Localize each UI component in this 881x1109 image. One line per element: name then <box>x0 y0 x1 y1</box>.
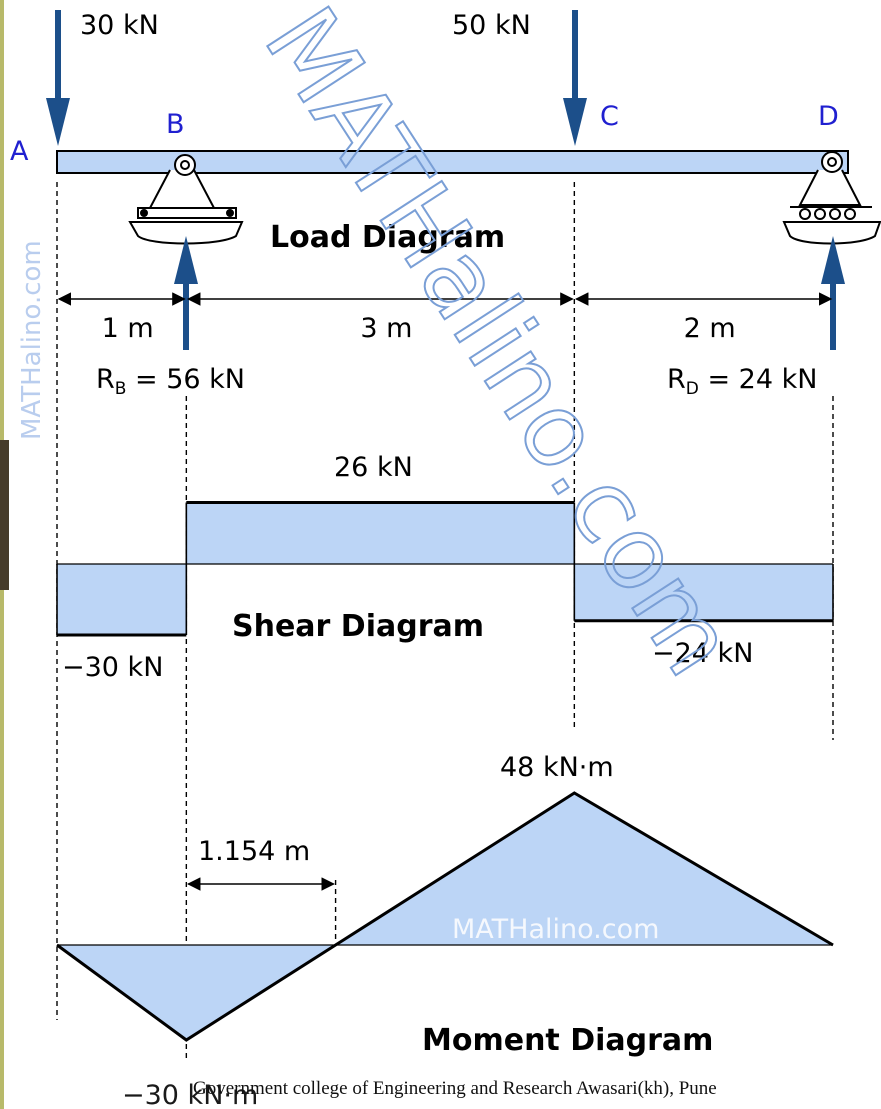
point-label-d: D <box>818 101 839 132</box>
roller-support-d <box>782 151 881 245</box>
moment-diagram-title: Moment Diagram <box>422 1023 713 1058</box>
beam <box>56 150 849 174</box>
reaction-arrow-d <box>821 236 845 350</box>
pin-support-b <box>128 154 244 245</box>
moment-negative-area <box>57 945 336 1040</box>
shear-diagram <box>56 500 834 637</box>
shear-segment-0 <box>57 564 187 635</box>
span-dimension-label-2: 2 m <box>684 313 736 344</box>
load-label-30kn: 30 kN <box>80 10 159 41</box>
moment-positive-area <box>335 793 833 945</box>
vertical-watermark: MATHalino.com <box>17 240 47 440</box>
reaction-label-b: RB = 56 kN <box>96 364 245 399</box>
inner-watermark: MATHalino.com <box>452 914 659 945</box>
span-dimension-label-0: 1 m <box>102 313 154 344</box>
moment-diagram <box>56 791 834 1042</box>
footer-institution: Government college of Engineering and Re… <box>193 1078 717 1099</box>
span-dimension-label-1: 3 m <box>360 313 412 344</box>
moment-min-label: −30 kN·m <box>122 1080 258 1109</box>
moment-max-label: 48 kN·m <box>500 752 614 783</box>
span-dimensions: 1 m 3 m 2 m <box>57 292 833 344</box>
diagonal-watermark: MATHalino.com <box>242 0 759 695</box>
point-label-b: B <box>166 109 185 140</box>
load-arrow-50kn <box>563 10 587 146</box>
moment-curve <box>56 791 834 1042</box>
shear-label-26kn: 26 kN <box>334 452 413 483</box>
shear-label-minus30kn: −30 kN <box>62 652 163 683</box>
load-diagram-title: Load Diagram <box>270 220 505 255</box>
shear-segment-2 <box>574 564 833 621</box>
load-arrow-30kn <box>46 10 70 146</box>
left-edge-dark-block <box>0 440 9 590</box>
reaction-label-d: RD = 24 kN <box>667 364 817 399</box>
point-label-a: A <box>10 136 29 167</box>
point-label-c: C <box>600 101 619 132</box>
moment-zero-dimension-label: 1.154 m <box>198 836 310 867</box>
shear-label-minus24kn: −24 kN <box>652 638 753 669</box>
reaction-arrow-b <box>174 236 198 350</box>
shear-segment-1 <box>186 502 575 564</box>
load-label-50kn: 50 kN <box>452 10 531 41</box>
shear-diagram-title: Shear Diagram <box>232 609 484 644</box>
